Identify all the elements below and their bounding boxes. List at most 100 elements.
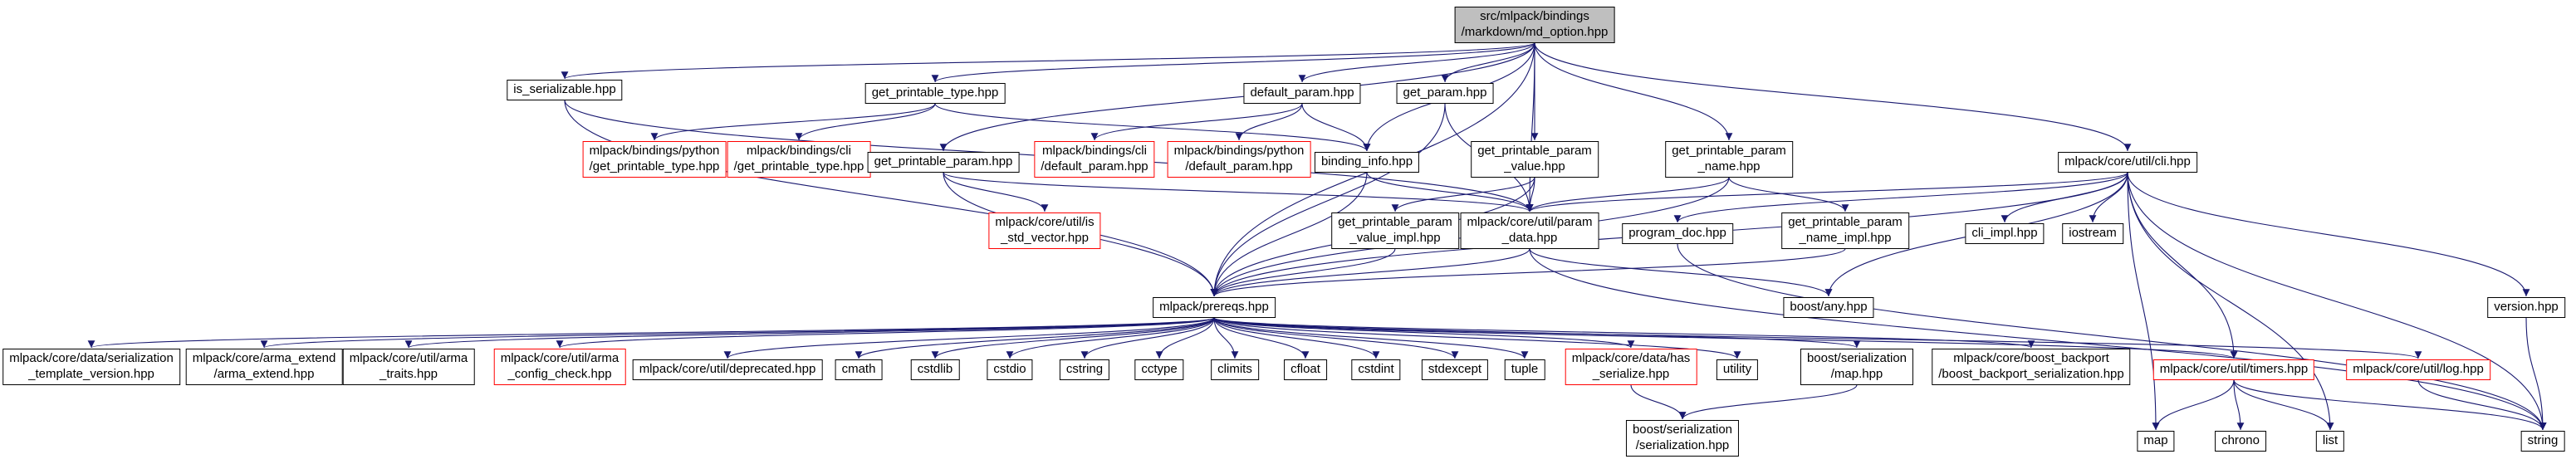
- edge-get-printable-type-to-cli-get-printable-type: [795, 103, 936, 141]
- edge-timers-to-map: [2152, 379, 2235, 431]
- edge-cli-to-timers: [2127, 172, 2238, 359]
- node-get-printable-param-name[interactable]: get_printable_param _name.hpp: [1665, 141, 1793, 178]
- edge-timers-to-list: [2233, 379, 2334, 431]
- node-is-serializable[interactable]: is_serializable.hpp: [507, 80, 623, 100]
- node-get-printable-param-value-impl[interactable]: get_printable_param _value_impl.hpp: [1331, 212, 1459, 249]
- edge-md-option-to-is-serializable: [561, 42, 1535, 80]
- node-get-printable-param-name-impl[interactable]: get_printable_param _name_impl.hpp: [1781, 212, 1909, 249]
- node-prereqs[interactable]: mlpack/prereqs.hpp: [1153, 297, 1276, 318]
- edge-boost-serialization-map-to-boost-serialization-serialization: [1678, 384, 1858, 420]
- edge-cli-to-iostream: [2089, 172, 2128, 223]
- edge-cli-to-list: [2127, 172, 2334, 431]
- node-arma-config-check[interactable]: mlpack/core/util/arma _config_check.hpp: [493, 349, 626, 385]
- node-stdexcept: stdexcept: [1421, 359, 1489, 380]
- edge-prereqs-to-cstdlib: [931, 317, 1215, 359]
- node-chrono: chrono: [2215, 431, 2266, 452]
- edge-get-printable-param-to-is-std-vector: [943, 172, 1049, 212]
- node-cctype: cctype: [1134, 359, 1184, 380]
- edge-prereqs-to-arma-traits: [405, 317, 1215, 349]
- node-has-serialize[interactable]: mlpack/core/data/has _serialize.hpp: [1565, 349, 1697, 385]
- node-get-param[interactable]: get_param.hpp: [1396, 83, 1494, 104]
- edge-md-option-to-param-data: [1526, 42, 1535, 212]
- node-get-printable-type[interactable]: get_printable_type.hpp: [864, 83, 1006, 104]
- edge-get-printable-param-value-to-param-data: [1526, 177, 1535, 212]
- node-get-printable-param[interactable]: get_printable_param.hpp: [867, 152, 1020, 173]
- node-default-param[interactable]: default_param.hpp: [1243, 83, 1361, 104]
- edge-prereqs-to-arma-extend: [261, 317, 1215, 349]
- edge-prereqs-to-cstdint: [1213, 317, 1380, 359]
- node-log[interactable]: mlpack/core/util/log.hpp: [2346, 359, 2490, 380]
- node-string: string: [2520, 431, 2565, 452]
- node-arma-traits[interactable]: mlpack/core/util/arma _traits.hpp: [342, 349, 475, 385]
- node-param-data[interactable]: mlpack/core/util/param _data.hpp: [1460, 212, 1599, 249]
- node-tuple: tuple: [1504, 359, 1545, 380]
- edge-md-option-to-get-param: [1441, 42, 1535, 83]
- edge-get-printable-param-value-impl-to-prereqs: [1210, 248, 1396, 297]
- node-cli-impl[interactable]: cli_impl.hpp: [1965, 223, 2045, 244]
- node-timers[interactable]: mlpack/core/util/timers.hpp: [2152, 359, 2315, 380]
- edge-md-option-to-get-printable-type: [931, 42, 1535, 83]
- node-is-std-vector[interactable]: mlpack/core/util/is _std_vector.hpp: [988, 212, 1101, 249]
- node-map: map: [2137, 431, 2175, 452]
- edge-get-param-to-prereqs: [1210, 103, 1446, 297]
- node-program-doc[interactable]: program_doc.hpp: [1622, 223, 1733, 244]
- node-list: list: [2315, 431, 2345, 452]
- edge-program-doc-to-string: [1677, 243, 2547, 431]
- edge-md-option-to-cli: [1534, 42, 2132, 152]
- node-cstdint: cstdint: [1351, 359, 1401, 380]
- edge-prereqs-to-tuple: [1213, 317, 1529, 359]
- node-binding-info[interactable]: binding_info.hpp: [1314, 152, 1420, 173]
- edge-binding-info-to-param-data: [1366, 172, 1534, 212]
- edge-md-option-to-get-printable-param-name: [1534, 42, 1733, 141]
- edge-timers-to-chrono: [2233, 379, 2245, 431]
- edge-md-option-to-default-param: [1298, 42, 1535, 83]
- node-cli-default-param[interactable]: mlpack/bindings/cli /default_param.hpp: [1034, 141, 1155, 178]
- node-utility: utility: [1716, 359, 1759, 380]
- node-deprecated[interactable]: mlpack/core/util/deprecated.hpp: [632, 359, 823, 380]
- node-cli-get-printable-type[interactable]: mlpack/bindings/cli /get_printable_type.…: [727, 141, 871, 178]
- edge-is-serializable-to-prereqs: [564, 100, 1218, 297]
- edge-prereqs-to-cstdio: [1006, 317, 1215, 359]
- node-boost-any: boost/any.hpp: [1783, 297, 1874, 318]
- node-get-printable-param-value[interactable]: get_printable_param _value.hpp: [1471, 141, 1599, 178]
- node-cli[interactable]: mlpack/core/util/cli.hpp: [2058, 152, 2197, 173]
- node-cstdio: cstdio: [987, 359, 1033, 380]
- edge-has-serialize-to-boost-serialization-serialization: [1630, 384, 1687, 420]
- edge-cli-to-map: [2127, 172, 2160, 431]
- edge-default-param-to-cli-default-param: [1090, 103, 1303, 141]
- edge-prereqs-to-has-serialize: [1213, 317, 1635, 349]
- node-md-option: src/mlpack/bindings /markdown/md_option.…: [1454, 7, 1615, 43]
- edge-prereqs-to-cstring: [1080, 317, 1215, 359]
- edge-prereqs-to-boost-serialization-map: [1213, 317, 1861, 349]
- node-python-get-printable-type[interactable]: mlpack/bindings/python /get_printable_ty…: [582, 141, 727, 178]
- edge-prereqs-to-serialization-template-version: [88, 317, 1215, 349]
- edge-default-param-to-binding-info: [1301, 103, 1371, 152]
- edge-default-param-to-python-default-param: [1235, 103, 1303, 141]
- edge-param-data-to-prereqs: [1210, 248, 1530, 297]
- node-arma-extend[interactable]: mlpack/core/arma_extend /arma_extend.hpp: [185, 349, 343, 385]
- edge-param-data-to-boost-any: [1529, 248, 1833, 297]
- node-boost-backport[interactable]: mlpack/core/boost_backport /boost_backpo…: [1932, 349, 2131, 385]
- edge-get-printable-param-name-to-param-data: [1526, 177, 1730, 212]
- node-serialization-template-version[interactable]: mlpack/core/data/serialization _template…: [2, 349, 180, 385]
- edge-prereqs-to-cmath: [855, 317, 1215, 359]
- node-cmath: cmath: [835, 359, 883, 380]
- edge-prereqs-to-arma-config-check: [556, 317, 1215, 349]
- node-cstring: cstring: [1059, 359, 1110, 380]
- edge-prereqs-to-stdexcept: [1213, 317, 1459, 359]
- edge-get-printable-type-to-python-get-printable-type: [650, 103, 936, 141]
- edge-timers-to-string: [2233, 379, 2547, 431]
- node-cstdlib: cstdlib: [910, 359, 960, 380]
- node-boost-serialization-serialization: boost/serialization /serialization.hpp: [1625, 420, 1740, 457]
- edge-prereqs-to-boost-backport: [1213, 317, 2035, 349]
- edge-cli-to-param-data: [1526, 172, 2128, 212]
- edge-get-printable-param-name-to-get-printable-param-name-impl: [1728, 177, 1849, 212]
- node-python-default-param[interactable]: mlpack/bindings/python /default_param.hp…: [1167, 141, 1311, 178]
- node-version[interactable]: version.hpp: [2487, 297, 2565, 318]
- edge-cli-to-string: [2127, 172, 2547, 431]
- edge-version-to-string: [2525, 317, 2547, 431]
- edge-param-data-to-string: [1529, 248, 2547, 431]
- node-cfloat: cfloat: [1284, 359, 1327, 380]
